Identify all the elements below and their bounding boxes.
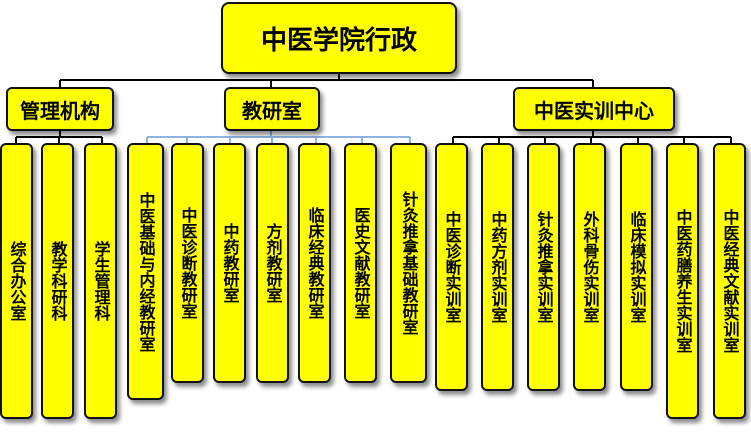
- leaf-acupuncture-training: 针灸推拿实训室: [527, 143, 560, 391]
- leaf-pharmacy-formula-training: 中药方剂实训室: [481, 143, 514, 391]
- leaf-diagnosis-research-label: 中医诊断教研室: [178, 207, 198, 319]
- leaf-acupuncture-basic-research-label: 针灸推拿基础教研室: [399, 191, 419, 335]
- leaf-diagnosis-training-label: 中医诊断实训室: [442, 211, 462, 323]
- leaf-diagnosis-research: 中医诊断教研室: [171, 143, 204, 383]
- leaf-office: 综合办公室: [0, 143, 33, 419]
- leaf-pharmacy-research: 中药教研室: [213, 143, 246, 383]
- leaf-pharmacy-formula-training-label: 中药方剂实训室: [488, 211, 508, 323]
- group-management-label: 管理机构: [20, 98, 100, 123]
- leaf-teaching-research-section: 教学科研科: [41, 143, 74, 419]
- group-training-center-label: 中医实训中心: [534, 98, 654, 123]
- leaf-diet-wellness-training: 中医药膳养生实训室: [666, 143, 699, 419]
- group-teaching-research-label: 教研室: [242, 98, 302, 123]
- leaf-classics-literature-training: 中医经典文献实训室: [713, 143, 746, 419]
- leaf-student-affairs: 学生管理科: [84, 143, 117, 419]
- group-management: 管理机构: [6, 87, 114, 131]
- group-training-center: 中医实训中心: [513, 87, 675, 131]
- root-node: 中医学院行政: [221, 2, 457, 74]
- root-node-label: 中医学院行政: [260, 25, 417, 56]
- leaf-diet-wellness-training-label: 中医药膳养生实训室: [673, 209, 693, 353]
- leaf-basic-neijing: 中医基础与内经教研室: [127, 143, 164, 400]
- leaf-acupuncture-training-label: 针灸推拿实训室: [534, 211, 554, 323]
- leaf-clinical-classics-research: 临床经典教研室: [298, 143, 331, 383]
- leaf-student-affairs-label: 学生管理科: [91, 241, 111, 321]
- leaf-medical-history-research: 医史文献教研室: [344, 143, 377, 383]
- leaf-clinical-simulation-training-label: 临床模拟实训室: [627, 211, 647, 323]
- leaf-formula-research-label: 方剂教研室: [263, 223, 283, 303]
- leaf-pharmacy-research-label: 中药教研室: [220, 223, 240, 303]
- leaf-formula-research: 方剂教研室: [256, 143, 289, 383]
- leaf-teaching-research-section-label: 教学科研科: [48, 241, 68, 321]
- leaf-classics-literature-training-label: 中医经典文献实训室: [720, 209, 740, 353]
- leaf-office-label: 综合办公室: [7, 241, 27, 321]
- leaf-acupuncture-basic-research: 针灸推拿基础教研室: [390, 143, 427, 383]
- leaf-diagnosis-training: 中医诊断实训室: [435, 143, 468, 391]
- leaf-clinical-simulation-training: 临床模拟实训室: [620, 143, 653, 391]
- leaf-medical-history-research-label: 医史文献教研室: [351, 207, 371, 319]
- leaf-orthopedics-training: 外科骨伤实训室: [573, 143, 606, 391]
- leaf-orthopedics-training-label: 外科骨伤实训室: [580, 211, 600, 323]
- leaf-basic-neijing-label: 中医基础与内经教研室: [136, 191, 156, 352]
- leaf-clinical-classics-research-label: 临床经典教研室: [305, 207, 325, 319]
- group-teaching-research: 教研室: [224, 87, 320, 131]
